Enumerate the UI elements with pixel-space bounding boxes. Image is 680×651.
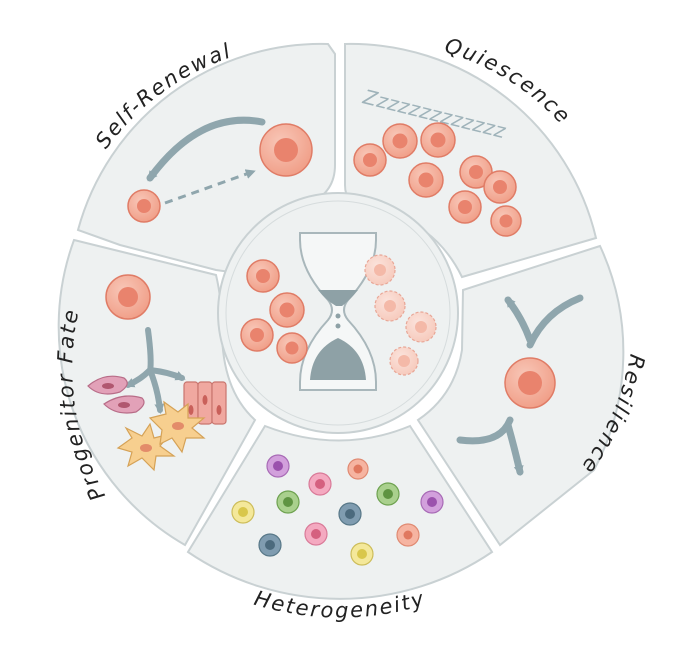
branched-cells [116, 400, 206, 472]
quiescence-illustration: Zzzzzzzzzzzzz [353, 84, 522, 237]
spindle-cells [87, 375, 145, 414]
cell-icon [105, 274, 151, 320]
progenitor-fate-illustration [87, 274, 227, 472]
columnar-cells [183, 381, 227, 425]
self-renewal-illustration [127, 116, 313, 223]
resilience-illustration [456, 294, 584, 476]
hourglass-icon [299, 232, 377, 391]
cell-icon [504, 357, 556, 409]
heterogeneity-illustration [231, 454, 444, 566]
cell-icon [127, 189, 161, 223]
center-active-cells [240, 259, 308, 364]
center-pale-cells [364, 254, 437, 376]
cell-icon [259, 123, 313, 177]
